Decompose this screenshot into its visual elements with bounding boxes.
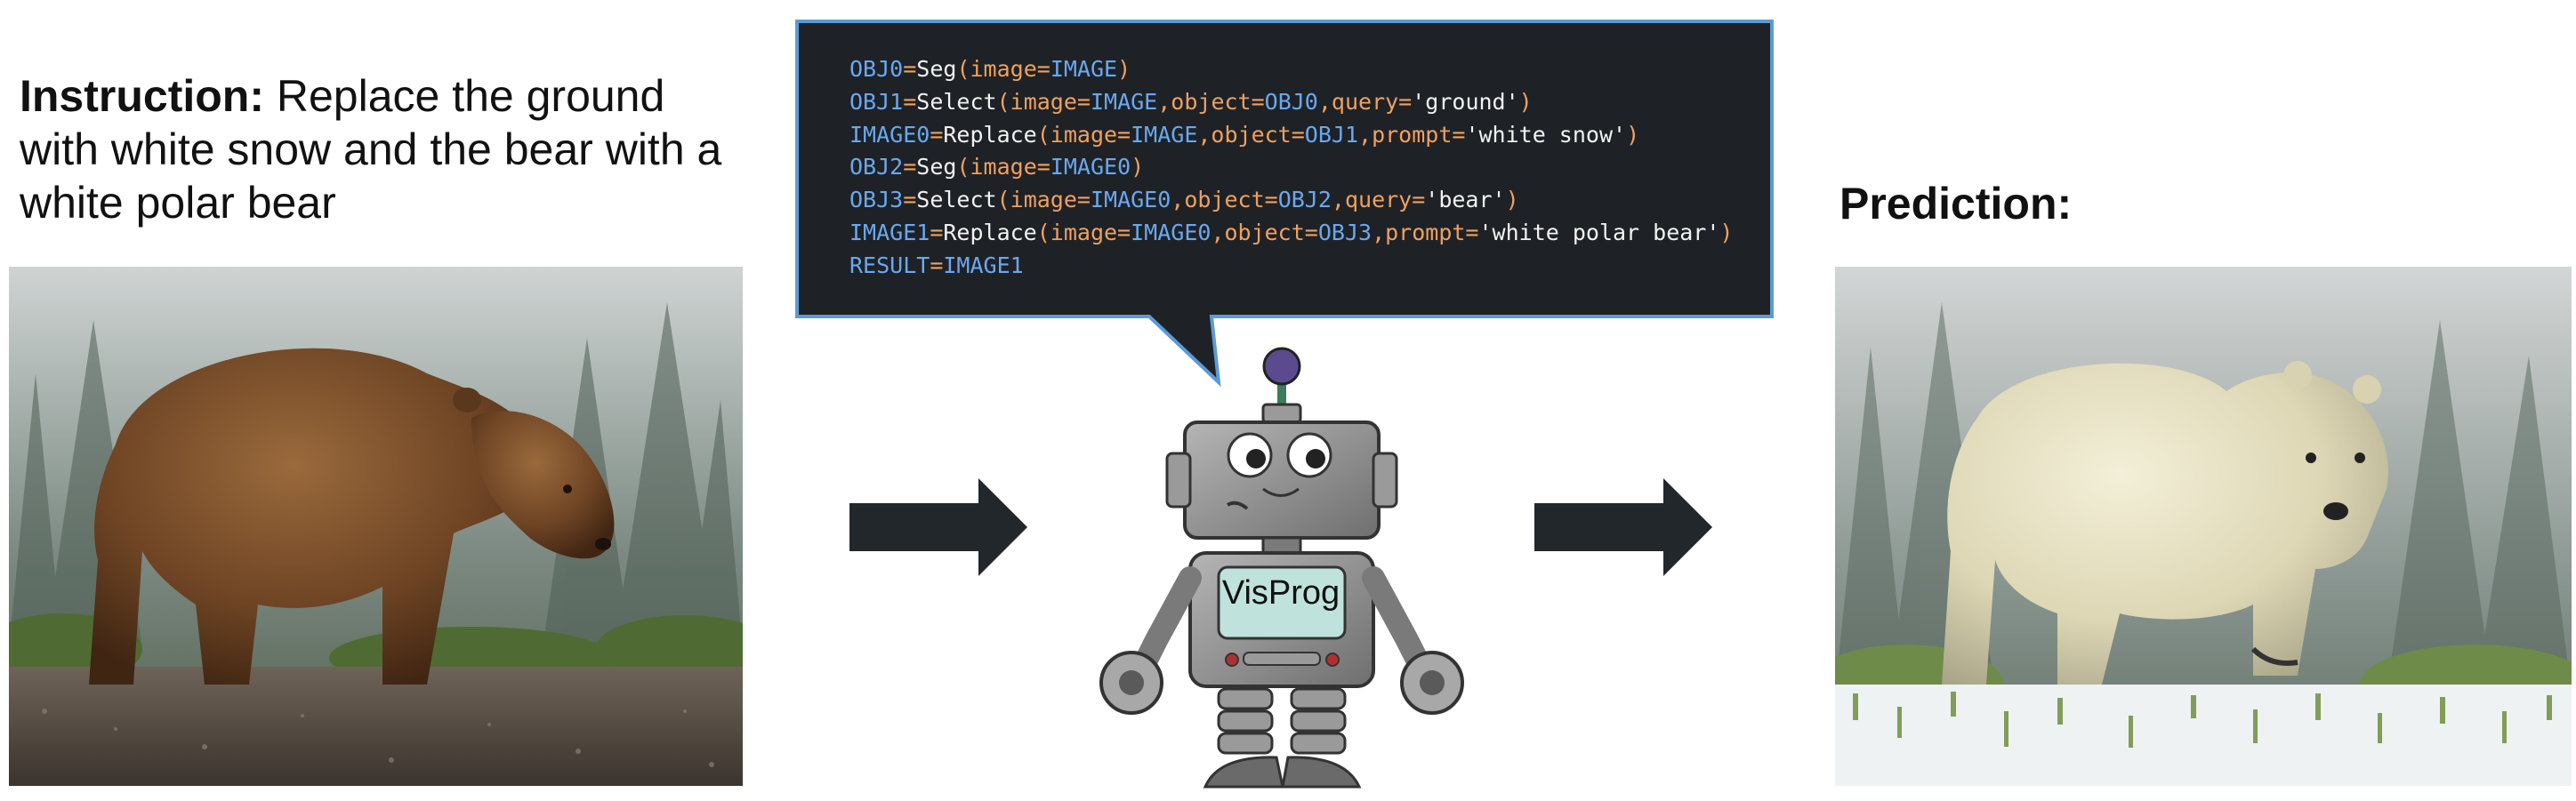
- code-token: ,query=: [1331, 187, 1426, 213]
- code-token: ): [1719, 219, 1734, 245]
- code-token: IMAGE1: [849, 219, 930, 245]
- code-token: OBJ3: [849, 187, 904, 213]
- code-token: Seg: [916, 56, 957, 82]
- code-token: ,prompt=: [1358, 121, 1466, 148]
- code-token: =: [903, 56, 917, 82]
- code-token: =: [903, 154, 917, 180]
- code-token: OBJ2: [849, 154, 904, 180]
- right-arrow-icon: [1534, 478, 1712, 576]
- polar-bear-photo: [1835, 267, 2572, 786]
- code-token: OBJ3: [1317, 219, 1373, 245]
- code-token: (: [996, 88, 1010, 115]
- code-token: ): [1518, 88, 1533, 115]
- code-token: OBJ2: [1277, 187, 1332, 213]
- robot-label: VisProg: [1221, 574, 1340, 612]
- code-token: image=: [1010, 88, 1091, 115]
- code-line: OBJ1=Select(image=IMAGE,object=OBJ0,quer…: [849, 86, 1733, 119]
- code-token: IMAGE1: [943, 252, 1024, 278]
- code-token: (: [996, 187, 1010, 213]
- code-token: image=: [970, 56, 1051, 82]
- code-token: =: [903, 88, 917, 115]
- code-token: IMAGE: [1090, 88, 1158, 115]
- code-token: Replace: [943, 121, 1037, 148]
- code-token: 'ground': [1412, 88, 1519, 115]
- code-token: OBJ1: [849, 88, 904, 115]
- code-token: Replace: [943, 219, 1037, 245]
- code-token: Select: [916, 88, 997, 115]
- code-token: Select: [916, 187, 997, 213]
- code-token: ,object=: [1157, 88, 1265, 115]
- code-token: ,query=: [1317, 88, 1413, 115]
- code-token: image=: [970, 154, 1051, 180]
- code-line: IMAGE1=Replace(image=IMAGE0,object=OBJ3,…: [849, 217, 1733, 250]
- code-line: OBJ0=Seg(image=IMAGE): [849, 53, 1733, 86]
- code-token: OBJ0: [1264, 88, 1318, 115]
- code-token: IMAGE0: [849, 121, 930, 148]
- code-token: IMAGE: [1050, 56, 1118, 82]
- code-line: OBJ3=Select(image=IMAGE0,object=OBJ2,que…: [849, 184, 1733, 217]
- code-line: OBJ2=Seg(image=IMAGE0): [849, 151, 1733, 184]
- code-token: image=: [1050, 219, 1131, 245]
- code-token: =: [930, 252, 944, 278]
- code-token: ): [1117, 56, 1131, 82]
- code-token: OBJ1: [1304, 121, 1359, 148]
- code-token: (: [1036, 219, 1051, 245]
- code-token: ,object=: [1171, 187, 1278, 213]
- code-token: =: [903, 187, 917, 213]
- brown-bear-photo: [9, 267, 743, 786]
- code-token: (: [1036, 121, 1051, 148]
- code-token: 'bear': [1425, 187, 1506, 213]
- code-token: IMAGE0: [1131, 219, 1212, 245]
- prediction-label: Prediction:: [1839, 179, 2073, 228]
- code-token: Seg: [916, 154, 957, 180]
- code-token: ,object=: [1211, 219, 1318, 245]
- right-arrow-icon: [849, 478, 1027, 576]
- code-token: IMAGE: [1131, 121, 1198, 148]
- instruction-label: Instruction:: [20, 71, 264, 121]
- code-token: ,object=: [1197, 121, 1305, 148]
- code-token: IMAGE0: [1050, 154, 1131, 180]
- code-line: RESULT=IMAGE1: [849, 250, 1733, 283]
- output-image: [1835, 267, 2572, 786]
- code-token: OBJ0: [849, 56, 904, 82]
- instruction-text: Instruction: Replace the ground with whi…: [20, 69, 722, 229]
- code-token: (: [956, 56, 970, 82]
- code-token: =: [930, 121, 944, 148]
- code-token: ): [1131, 154, 1145, 180]
- code-token: image=: [1050, 121, 1131, 148]
- code-token: =: [930, 219, 944, 245]
- code-token: 'white polar bear': [1478, 219, 1720, 245]
- code-token: ): [1626, 121, 1640, 148]
- code-line: IMAGE0=Replace(image=IMAGE,object=OBJ1,p…: [849, 119, 1733, 152]
- input-image: [9, 267, 743, 786]
- robot-icon: [1099, 347, 1464, 789]
- code-token: RESULT: [849, 252, 930, 278]
- code-token: ): [1505, 187, 1519, 213]
- code-token: ,prompt=: [1372, 219, 1479, 245]
- code-token: (: [956, 154, 970, 180]
- code-speech-bubble: [795, 20, 1774, 388]
- code-token: image=: [1010, 187, 1091, 213]
- program-code: OBJ0=Seg(image=IMAGE)OBJ1=Select(image=I…: [849, 53, 1733, 283]
- code-token: 'white snow': [1465, 121, 1627, 148]
- instruction-body: Replace the ground with white snow and t…: [20, 71, 722, 228]
- code-token: IMAGE0: [1090, 187, 1171, 213]
